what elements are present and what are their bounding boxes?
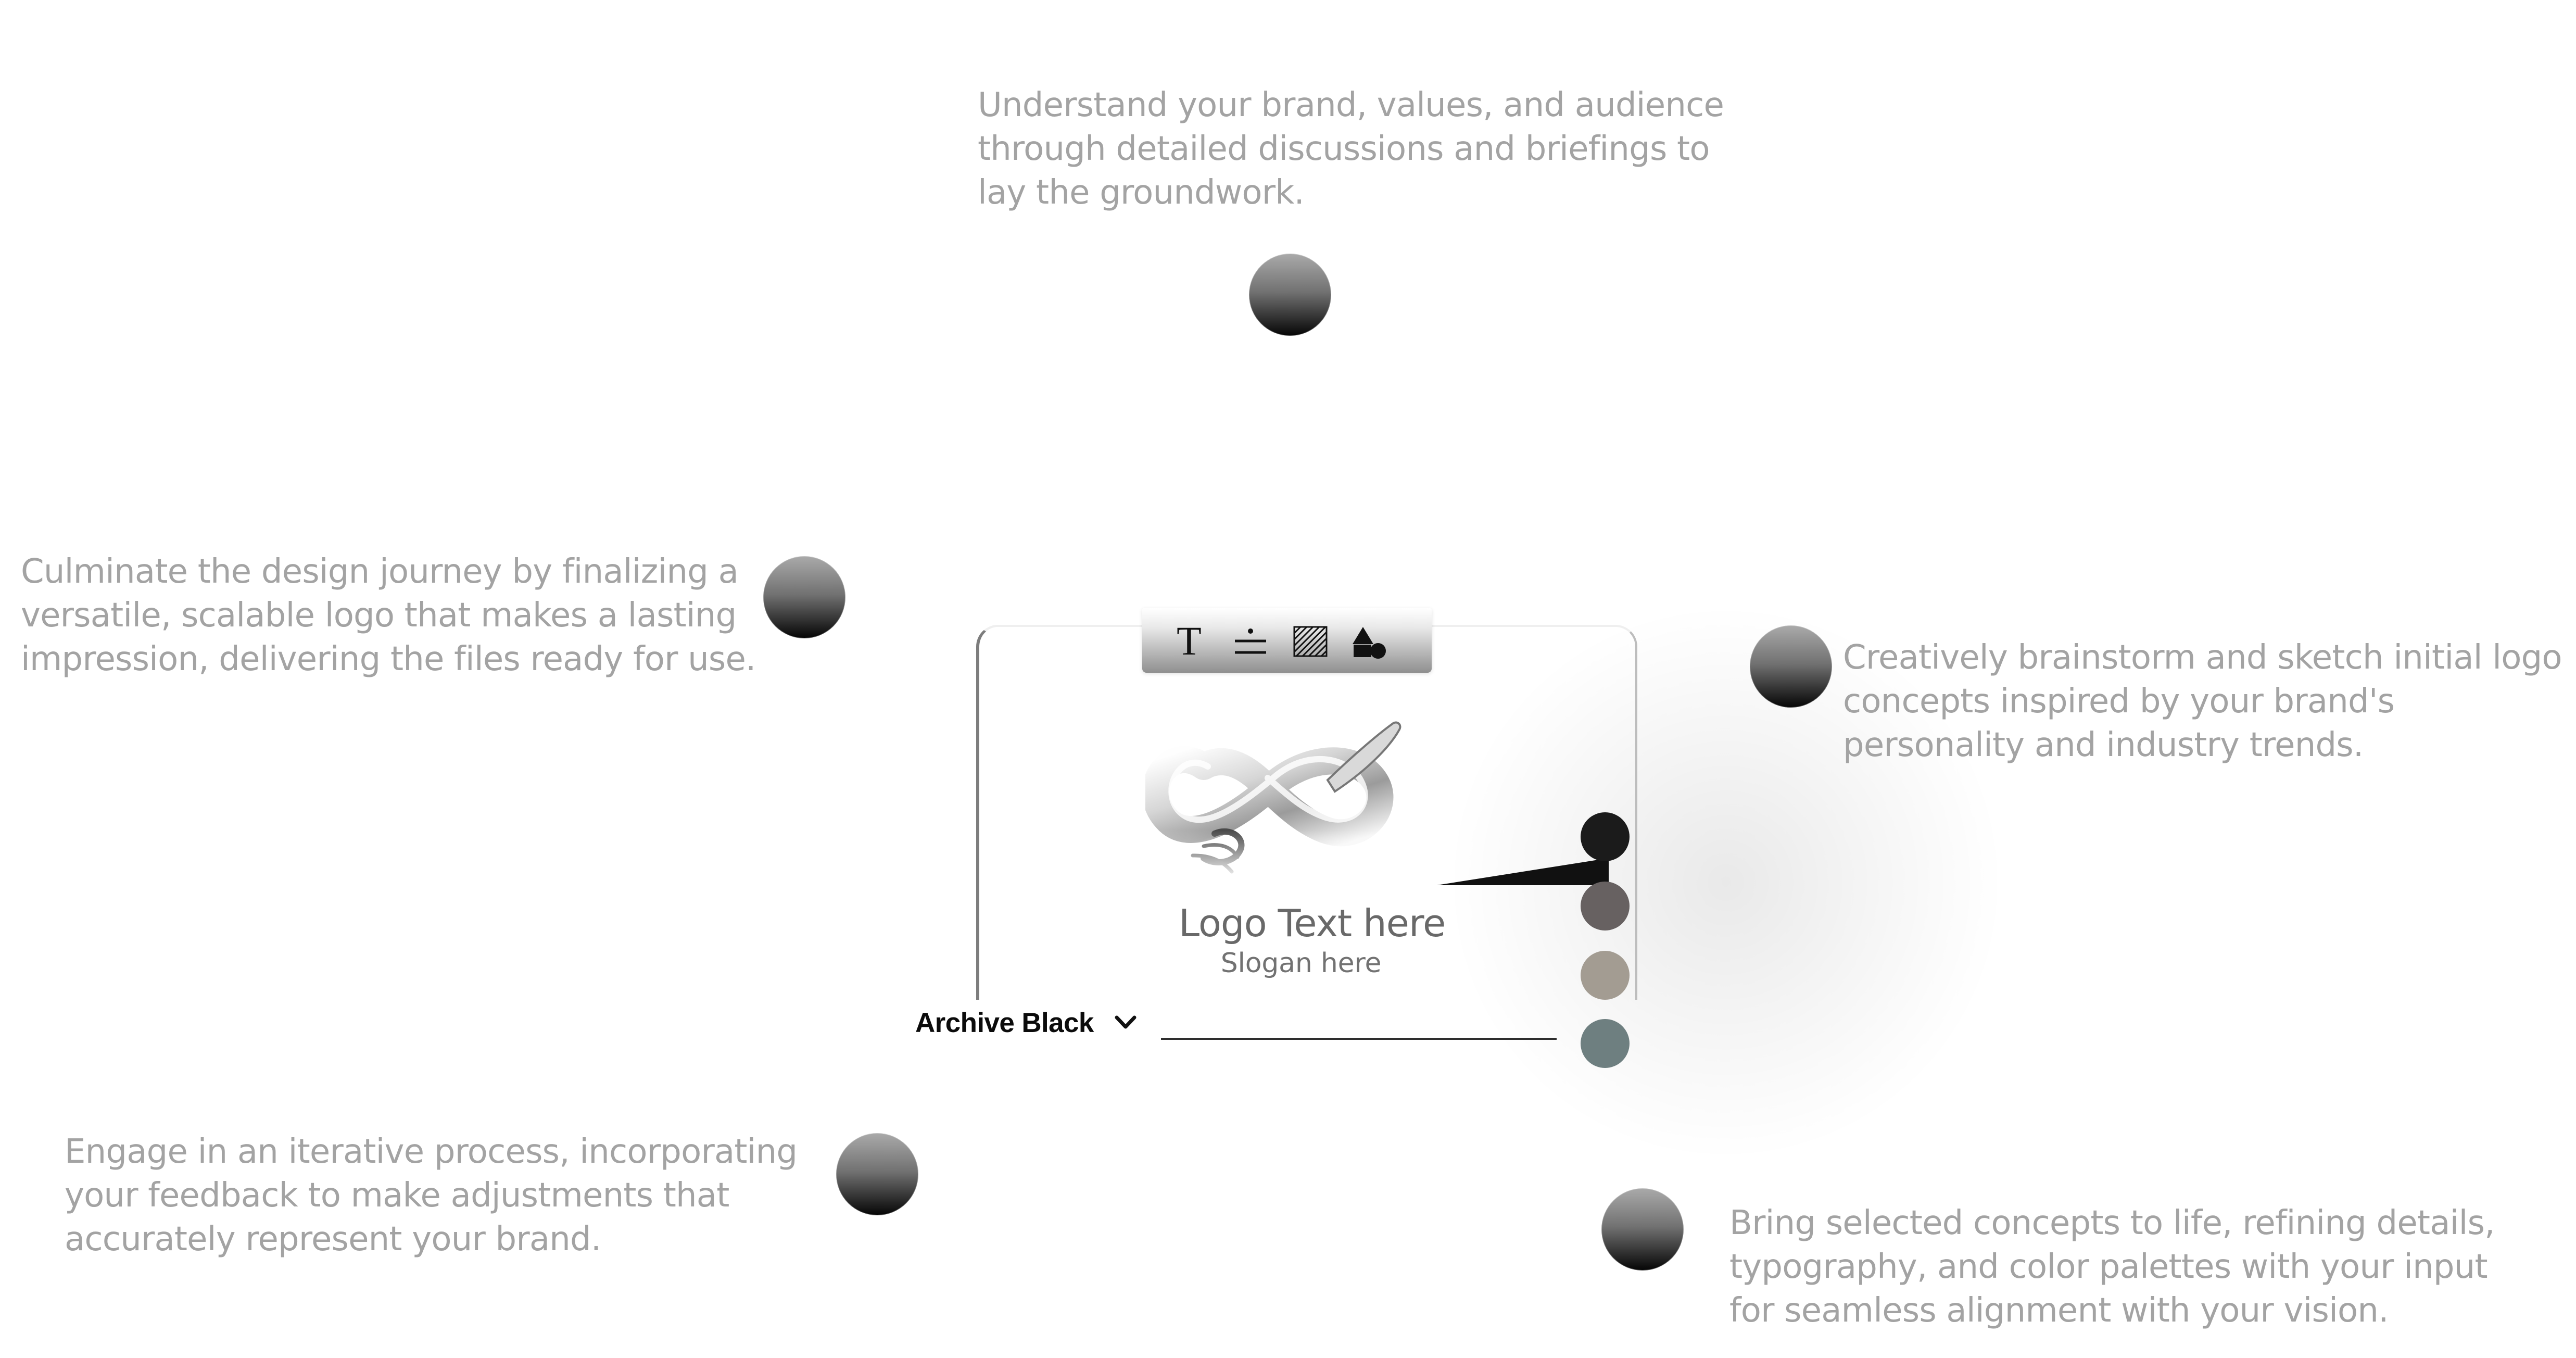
step-description-finalize: Culminate the design journey by finalizi… <box>21 550 756 681</box>
pattern-tool-glyph <box>1293 626 1328 657</box>
spacing-tool-glyph <box>1235 628 1266 654</box>
logo-baseline-wedge <box>1437 858 1609 885</box>
step-description-line: Understand your brand, values, and audie… <box>978 86 1724 124</box>
palette-swatch-taupe[interactable] <box>1581 882 1630 931</box>
spacing-tool-icon[interactable] <box>1226 621 1276 661</box>
palette-swatch-slate[interactable] <box>1581 1019 1630 1068</box>
shapes-tool-icon[interactable] <box>1343 621 1393 661</box>
step-description-line: typography, and color palettes with your… <box>1729 1248 2488 1286</box>
step-description-line: accurately represent your brand. <box>65 1220 601 1259</box>
logo-preview <box>1145 719 1609 890</box>
shapes-tool-glyph <box>1353 627 1386 659</box>
step-description-line: through detailed discussions and briefin… <box>978 130 1710 168</box>
logo-editor-toolbar: T <box>1142 608 1432 673</box>
step-description-line: Bring selected concepts to life, refinin… <box>1729 1204 2495 1242</box>
pattern-tool-icon[interactable] <box>1286 621 1336 661</box>
step-description-line: for seamless alignment with your vision. <box>1729 1291 2389 1330</box>
font-family-dropdown[interactable]: Archive Black <box>915 1002 1140 1043</box>
step-description-engage: Engage in an iterative process, incorpor… <box>65 1130 798 1261</box>
step-description-line: Engage in an iterative process, incorpor… <box>65 1133 798 1171</box>
step-description-understand: Understand your brand, values, and audie… <box>978 83 1724 215</box>
step-description-line: versatile, scalable logo that makes a la… <box>21 596 737 635</box>
step-description-line: impression, delivering the files ready f… <box>21 640 756 678</box>
step-marker-finalize[interactable] <box>763 556 845 638</box>
text-baseline-divider <box>1161 1038 1557 1040</box>
logo-slogan-text[interactable]: Slogan here <box>1220 948 1382 979</box>
svg-text:T: T <box>1177 621 1202 661</box>
text-tool-icon[interactable]: T <box>1164 621 1214 661</box>
font-family-label: Archive Black <box>915 1007 1094 1038</box>
step-description-brainstorm: Creatively brainstorm and sketch initial… <box>1843 636 2562 767</box>
step-description-line: personality and industry trends. <box>1843 726 2364 764</box>
step-description-refine: Bring selected concepts to life, refinin… <box>1729 1201 2495 1332</box>
step-description-line: lay the groundwork. <box>978 173 1305 212</box>
step-marker-brainstorm[interactable] <box>1750 625 1832 708</box>
step-marker-engage[interactable] <box>836 1133 918 1215</box>
palette-swatch-sand[interactable] <box>1581 951 1630 1000</box>
step-description-line: Culminate the design journey by finalizi… <box>21 552 739 591</box>
logo-title-text[interactable]: Logo Text here <box>1179 901 1446 945</box>
infinity-brush-logo-icon <box>1145 721 1437 877</box>
chevron-down-icon <box>1115 1015 1137 1029</box>
text-tool-glyph: T <box>1177 621 1202 661</box>
step-description-line: concepts inspired by your brand's <box>1843 682 2395 721</box>
palette-swatch-black[interactable] <box>1581 812 1630 861</box>
step-description-line: Creatively brainstorm and sketch initial… <box>1843 638 2562 677</box>
step-marker-refine[interactable] <box>1601 1188 1684 1271</box>
step-description-line: your feedback to make adjustments that <box>65 1176 729 1215</box>
step-marker-understand[interactable] <box>1249 254 1331 336</box>
